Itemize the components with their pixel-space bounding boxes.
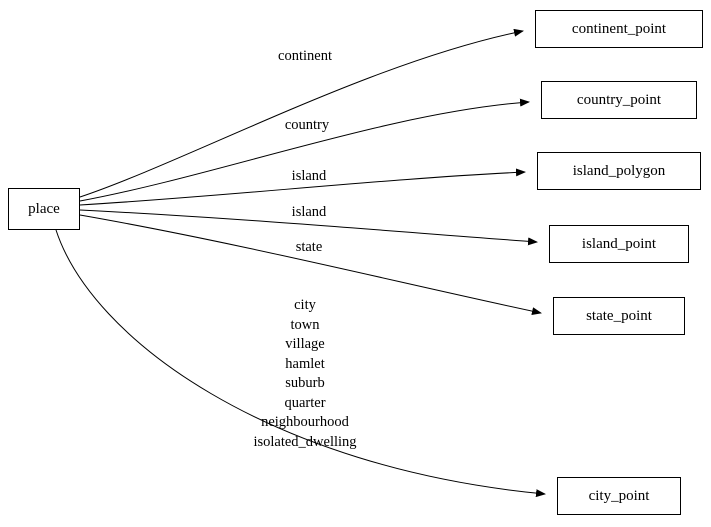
edge-label-neighbourhood: neighbourhood xyxy=(261,414,349,430)
edge-label-village: village xyxy=(285,336,325,352)
edge-label-island-point: island xyxy=(291,204,327,220)
node-city-point: city_point xyxy=(557,477,681,515)
edge-label-isolated-dwelling: isolated_dwelling xyxy=(253,433,357,450)
edge-place-island-polygon xyxy=(79,168,526,206)
edge-label-state: state xyxy=(295,239,323,255)
node-city-point-label: city_point xyxy=(588,487,650,504)
edge-place-island-point xyxy=(79,209,538,246)
edge-label-city: city xyxy=(294,297,316,313)
node-country-point: country_point xyxy=(541,81,697,119)
node-island-polygon-label: island_polygon xyxy=(572,162,666,179)
node-island-polygon: island_polygon xyxy=(537,152,701,190)
edge-label-suburb: suburb xyxy=(285,375,325,391)
node-state-point: state_point xyxy=(553,297,685,335)
node-continent-point-label: continent_point xyxy=(571,20,667,37)
edge-place-state-point xyxy=(79,214,542,316)
edge-label-hamlet: hamlet xyxy=(285,355,325,372)
edge-label-city-point: city town village hamlet suburb quarter … xyxy=(225,296,385,452)
node-island-point-label: island_point xyxy=(581,235,657,252)
edge-label-island-polygon: island xyxy=(291,168,327,184)
node-country-point-label: country_point xyxy=(576,91,662,108)
node-place: place xyxy=(8,188,80,230)
edge-place-city-point xyxy=(55,229,546,498)
node-island-point: island_point xyxy=(549,225,689,263)
node-place-label: place xyxy=(28,200,60,217)
edge-label-country: country xyxy=(284,117,330,133)
node-state-point-label: state_point xyxy=(586,307,652,324)
edge-label-town: town xyxy=(290,316,320,333)
node-continent-point: continent_point xyxy=(535,10,703,48)
edge-label-quarter: quarter xyxy=(284,394,326,411)
edge-place-country-point xyxy=(79,98,530,202)
edge-place-continent-point xyxy=(79,28,524,198)
edge-label-continent: continent xyxy=(278,48,332,64)
